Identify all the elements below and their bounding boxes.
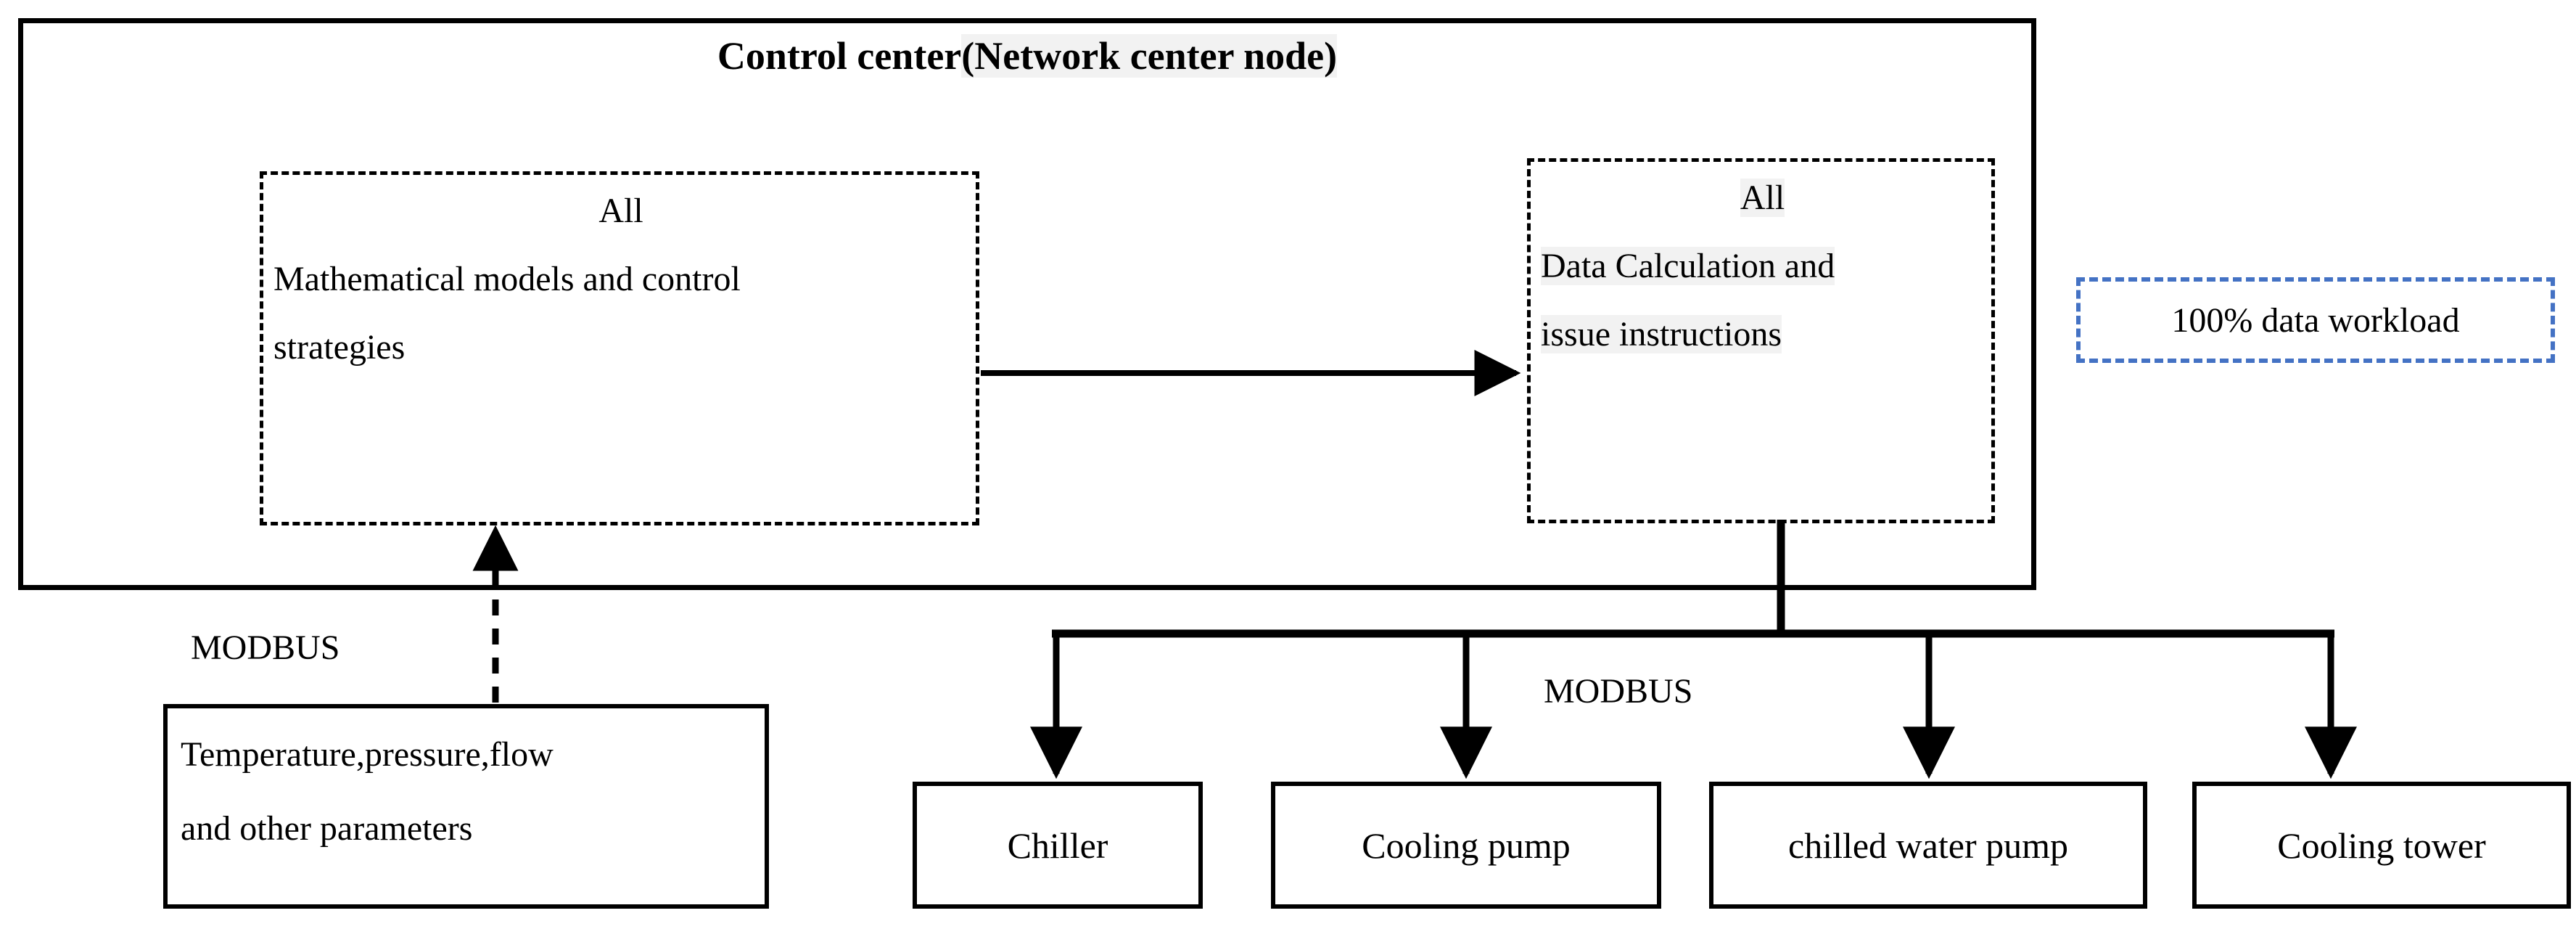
models-and-strategies-box: All Mathematical models and control stra… xyxy=(260,171,979,525)
data-workload-label: 100% data workload xyxy=(2171,300,2460,340)
modbus-label-middle: MODBUS xyxy=(1544,672,1693,711)
calculation-line-3-text: issue instructions xyxy=(1541,315,1782,353)
equipment-label-0: Chiller xyxy=(1007,824,1108,866)
data-calculation-box: All Data Calculation and issue instructi… xyxy=(1527,158,1995,523)
equipment-box-cooling-pump: Cooling pump xyxy=(1271,782,1661,909)
modbus-label-left: MODBUS xyxy=(191,629,340,667)
calculation-line-2: Data Calculation and xyxy=(1541,247,1984,285)
models-box-text: All Mathematical models and control stra… xyxy=(273,194,968,365)
parameters-source-box: Temperature,pressure,flow and other para… xyxy=(163,704,769,909)
calculation-line-2-text: Data Calculation and xyxy=(1541,247,1835,285)
equipment-label-2: chilled water pump xyxy=(1788,824,2068,866)
parameters-text: Temperature,pressure,flow and other para… xyxy=(181,737,554,846)
calculation-box-text: All Data Calculation and issue instructi… xyxy=(1541,179,1984,353)
calculation-line-1: All xyxy=(1541,179,1984,217)
models-line-2: Mathematical models and control xyxy=(273,260,741,298)
parameters-line-2: and other parameters xyxy=(181,809,473,848)
title-plain-part: Control center xyxy=(717,34,962,78)
calculation-line-1-text: All xyxy=(1740,179,1785,217)
equipment-label-1: Cooling pump xyxy=(1362,824,1571,866)
calculation-line-3: issue instructions xyxy=(1541,315,1984,353)
models-line-1: All xyxy=(598,192,643,230)
equipment-box-cooling-tower: Cooling tower xyxy=(2192,782,2571,909)
control-center-frame xyxy=(18,18,2036,590)
title-highlight-part: (Network center node) xyxy=(961,34,1338,78)
control-center-title: Control center(Network center node) xyxy=(18,34,2036,78)
equipment-box-chiller: Chiller xyxy=(913,782,1203,909)
parameters-line-1: Temperature,pressure,flow xyxy=(181,735,554,774)
data-workload-badge: 100% data workload xyxy=(2076,277,2555,363)
models-line-3: strategies xyxy=(273,328,406,367)
equipment-label-3: Cooling tower xyxy=(2277,824,2486,866)
equipment-box-chilled-water-pump: chilled water pump xyxy=(1709,782,2147,909)
